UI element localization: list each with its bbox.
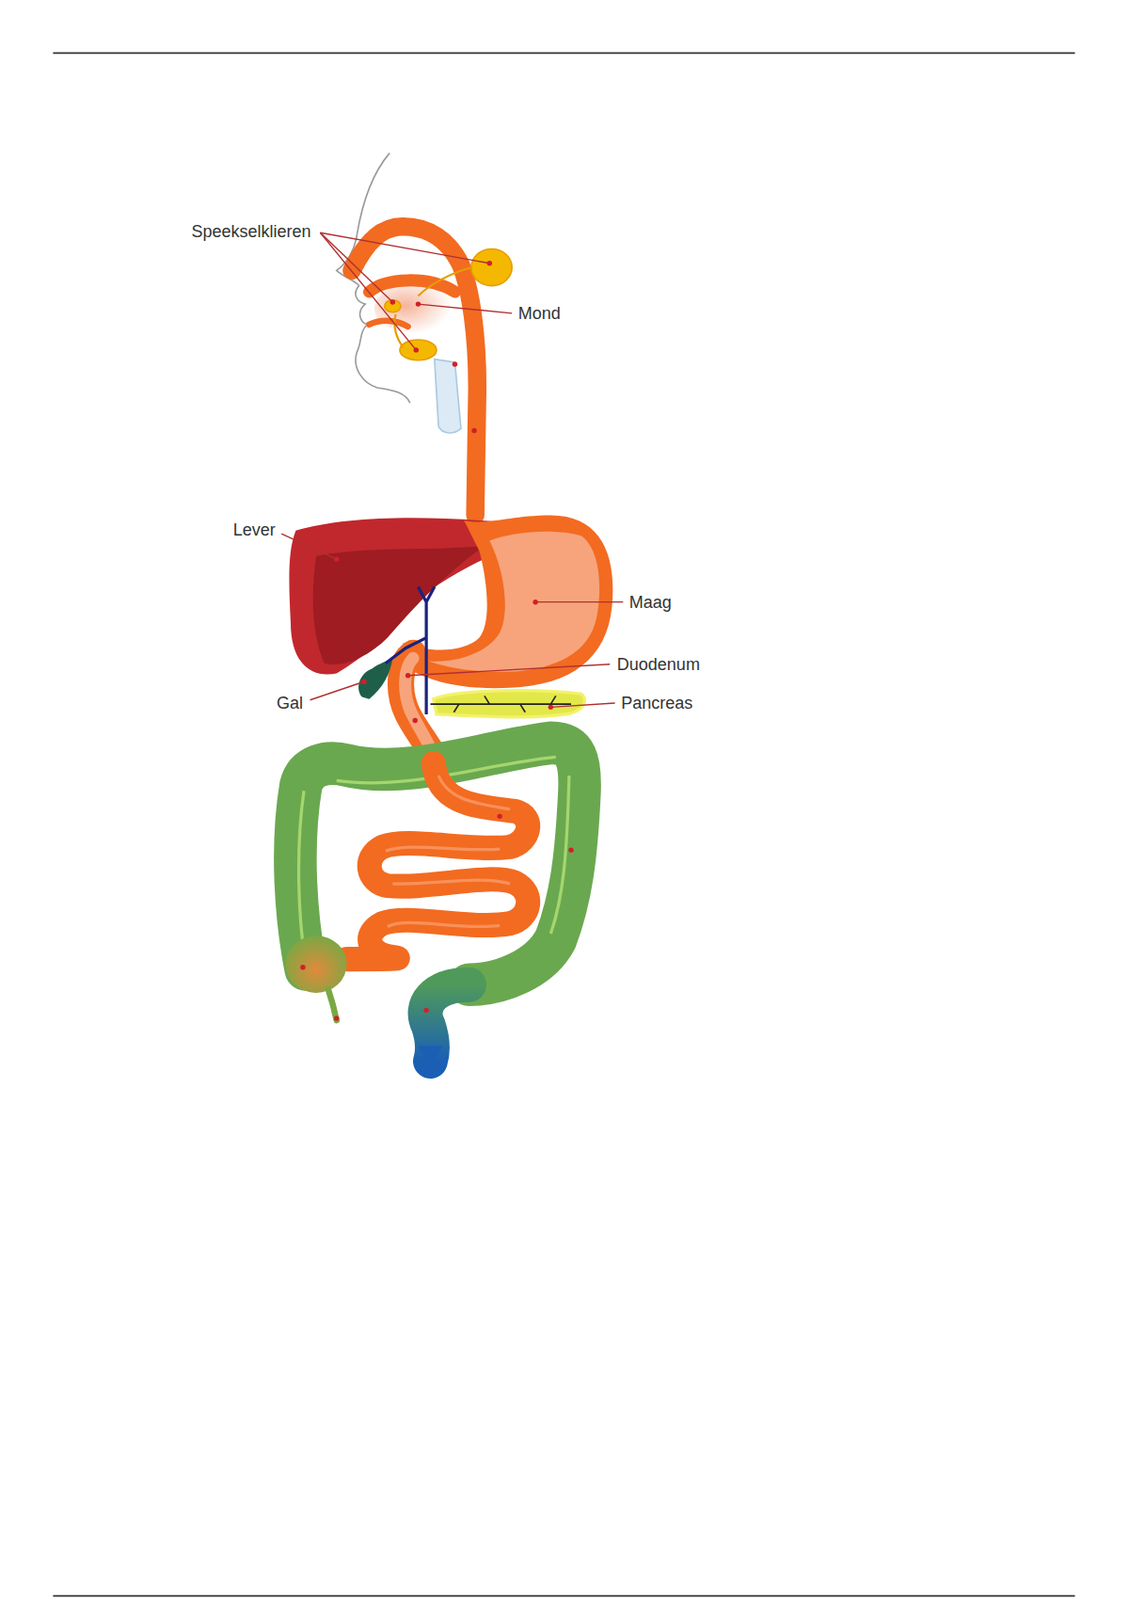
- part-label: Duodenum: [617, 653, 700, 675]
- part-label: Maag: [629, 591, 672, 613]
- part-label: Speekselklieren: [191, 221, 312, 242]
- part-label: Pancreas: [620, 692, 693, 714]
- part-label: Mond: [518, 302, 561, 324]
- part-label: Lever: [233, 519, 276, 541]
- part-label: Gal: [276, 692, 303, 714]
